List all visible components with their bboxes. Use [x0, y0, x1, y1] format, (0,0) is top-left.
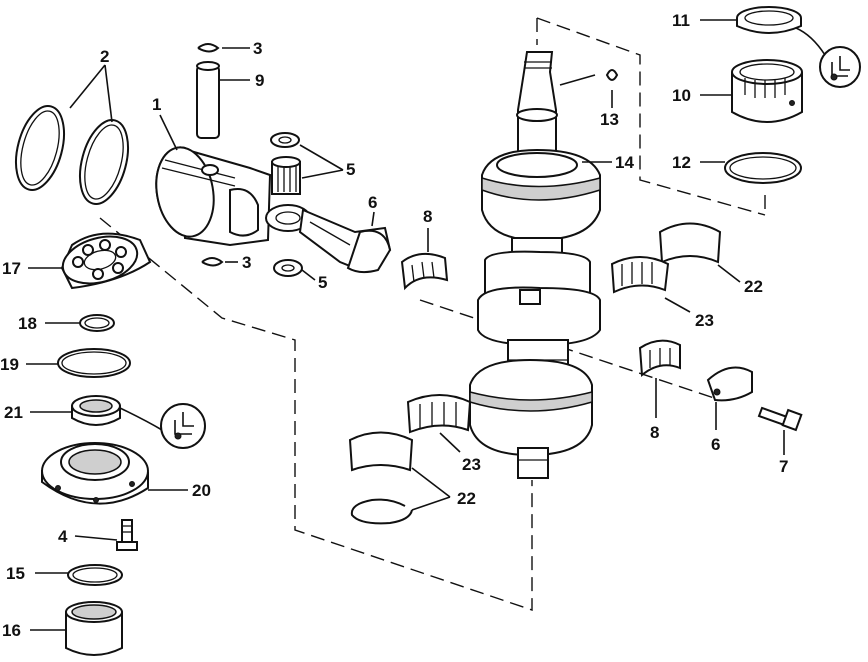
callout-rod-bearing-upper: 8 [423, 207, 432, 226]
callout-woodruff-key: 13 [600, 110, 619, 129]
callout-rod-bearing-lower: 8 [650, 423, 659, 442]
piston-pin-retainers [197, 43, 224, 267]
callout-crankshaft: 14 [615, 153, 634, 172]
callout-needle-bearing-lower: 5 [318, 273, 327, 292]
main-bearing-retainers [348, 222, 722, 525]
callout-connecting-rod: 6 [368, 193, 377, 212]
lower-bearing-housing [41, 442, 149, 505]
retaining-ring [724, 152, 802, 184]
crankshaft [469, 51, 601, 479]
callout-upper-bearing-race: 11 [672, 11, 690, 30]
leader-lines [26, 19, 785, 631]
callout-rod-cap: 6 [711, 435, 720, 454]
callout-rod-cap-screw: 7 [779, 457, 788, 476]
ball-bearing [60, 232, 152, 290]
callout-ball-bearing: 17 [2, 259, 21, 278]
needle-bearings [270, 132, 303, 277]
upper-bearing [731, 59, 803, 123]
callout-labels: 1 2 3 3 4 5 5 6 6 7 8 8 9 10 11 12 13 14… [0, 11, 788, 640]
callout-sleeve: 16 [2, 621, 21, 640]
callout-main-bearing-retainer-upper: 22 [744, 277, 763, 296]
callout-screw: 4 [58, 527, 68, 546]
callout-retainer-bottom: 3 [242, 253, 251, 272]
callout-piston-rings: 2 [100, 47, 109, 66]
screw [116, 519, 138, 551]
piston [155, 146, 272, 247]
piston-rings [15, 105, 129, 205]
rod-cap-screw [757, 406, 803, 432]
woodruff-key [605, 69, 619, 81]
callout-piston: 1 [152, 95, 161, 114]
callout-upper-bearing: 10 [672, 86, 691, 105]
rod-cap [706, 366, 753, 402]
sealant-tube-icon [795, 27, 861, 88]
callout-o-ring-lower: 15 [6, 564, 25, 583]
snap-ring [79, 314, 115, 332]
assembly-guide-lines [99, 17, 766, 611]
callout-lower-bearing-housing: 20 [192, 481, 211, 500]
connecting-rod [265, 204, 392, 274]
upper-bearing-race [736, 6, 802, 34]
callout-main-bearing-retainer-lower: 22 [457, 489, 476, 508]
main-bearings [406, 256, 670, 434]
sealant-tube-icon [119, 403, 206, 449]
sleeve [65, 601, 123, 656]
o-ring-lower [67, 564, 123, 586]
lower-seal [71, 395, 121, 426]
callout-lower-seal: 21 [4, 403, 23, 422]
o-ring [57, 348, 131, 378]
callout-needle-bearing-upper: 5 [346, 160, 355, 179]
callout-piston-pin: 9 [255, 71, 264, 90]
callout-snap-ring: 18 [18, 314, 37, 333]
callout-main-bearing-upper: 23 [695, 311, 714, 330]
callout-o-ring: 19 [0, 355, 19, 374]
rod-bearings [400, 252, 681, 378]
callout-retainer-top: 3 [253, 39, 262, 58]
callout-retaining-ring: 12 [672, 153, 691, 172]
piston-pin [196, 61, 220, 139]
callout-main-bearing-lower: 23 [462, 455, 481, 474]
